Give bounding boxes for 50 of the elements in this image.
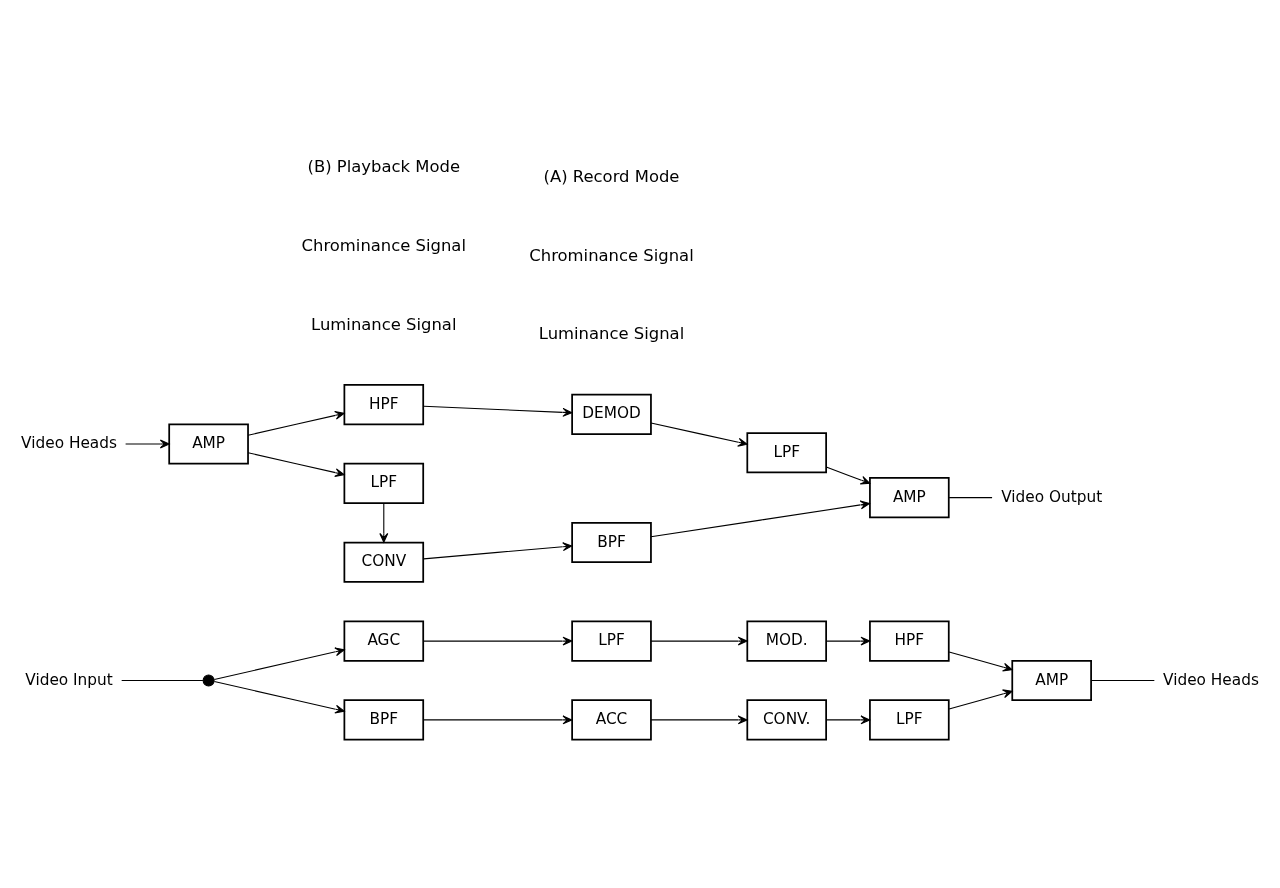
node-box: CONV bbox=[343, 541, 425, 583]
arrow bbox=[247, 452, 345, 478]
arrow bbox=[825, 636, 871, 646]
arrow bbox=[423, 542, 573, 560]
node-box: LPF bbox=[746, 432, 827, 474]
node-box: LPF bbox=[343, 462, 425, 504]
node-box: LPF bbox=[571, 620, 652, 662]
node-box: ACC bbox=[571, 699, 652, 741]
node-text: Video Output bbox=[1001, 487, 1103, 506]
arrow bbox=[650, 422, 748, 447]
node-box: AGC bbox=[343, 620, 425, 662]
node-box: DEMOD bbox=[571, 393, 652, 436]
arrow bbox=[213, 681, 345, 714]
node-box: LPF bbox=[869, 699, 950, 741]
node-text: Video Heads bbox=[21, 434, 117, 453]
node-box: BPF bbox=[343, 699, 425, 741]
label: Chrominance Signal bbox=[529, 245, 694, 265]
arrow bbox=[423, 715, 573, 725]
node-box: AMP bbox=[168, 423, 249, 465]
arrow bbox=[825, 715, 871, 725]
connector bbox=[121, 679, 204, 682]
arrow bbox=[125, 439, 170, 449]
label: Luminance Signal bbox=[311, 314, 457, 334]
node-box: HPF bbox=[343, 384, 425, 426]
node-text: Video Input bbox=[25, 670, 113, 689]
label: (B) Playback Mode bbox=[307, 156, 460, 176]
arrow bbox=[423, 636, 573, 646]
label: (A) Record Mode bbox=[543, 166, 680, 186]
arrow bbox=[379, 502, 389, 543]
node-circle bbox=[202, 674, 215, 687]
node-box: CONV. bbox=[746, 699, 827, 741]
arrow bbox=[825, 466, 871, 485]
connector bbox=[948, 497, 993, 499]
arrow bbox=[213, 647, 345, 680]
label: Chrominance Signal bbox=[301, 235, 466, 255]
node-box: BPF bbox=[571, 521, 652, 564]
arrow bbox=[423, 405, 573, 417]
arrow bbox=[650, 715, 748, 725]
arrow bbox=[948, 651, 1013, 672]
arrow bbox=[948, 689, 1013, 710]
node-box: MOD. bbox=[746, 620, 827, 662]
label: Luminance Signal bbox=[538, 324, 685, 344]
arrow bbox=[650, 500, 871, 538]
arrow bbox=[650, 636, 748, 646]
node-box: AMP bbox=[1011, 659, 1092, 702]
node-text: Video Heads bbox=[1163, 670, 1259, 689]
node-box: AMP bbox=[869, 477, 950, 519]
node-box: HPF bbox=[869, 620, 950, 662]
arrow bbox=[247, 410, 345, 436]
connector bbox=[1090, 679, 1155, 682]
